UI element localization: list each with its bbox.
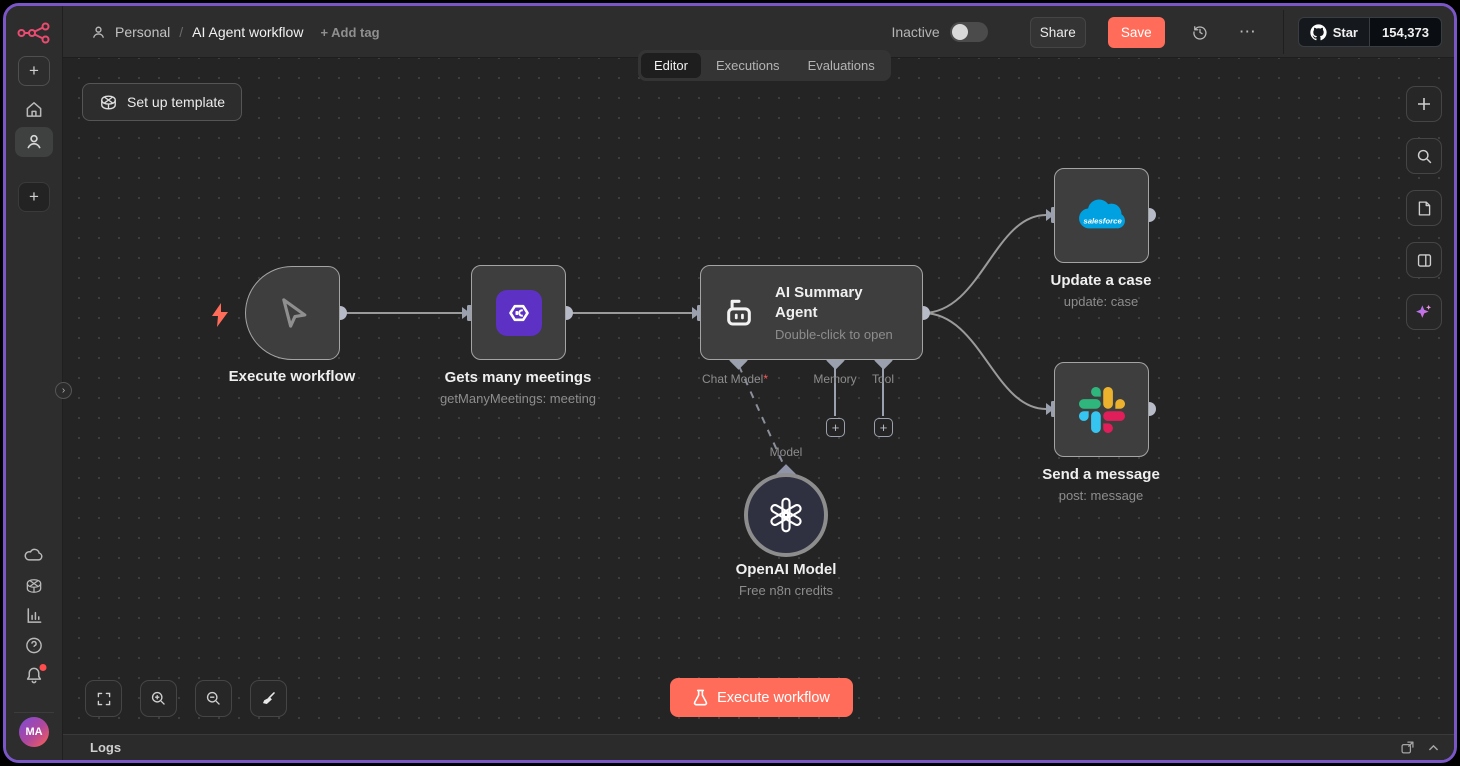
sidebar-expand-chevron[interactable]: › xyxy=(55,382,72,399)
github-icon xyxy=(1310,23,1327,41)
template-package-icon xyxy=(99,93,118,112)
execute-workflow-button[interactable]: Execute workflow xyxy=(670,678,853,717)
top-bar: Personal / AI Agent workflow + Add tag I… xyxy=(63,6,1454,58)
n8n-editor-window: Execute workflow Gets many meetings getM… xyxy=(3,3,1457,763)
save-button[interactable]: Save xyxy=(1107,16,1165,48)
popout-logs-icon[interactable] xyxy=(1400,740,1415,755)
node-ai-summary-agent[interactable]: AI Summary Agent Double-click to open xyxy=(700,265,923,360)
svg-text:salesforce: salesforce xyxy=(1083,216,1122,225)
node-gets-many-meetings[interactable] xyxy=(471,265,566,360)
port-label-model: Model xyxy=(769,445,803,459)
add-memory-button[interactable]: + xyxy=(826,418,845,437)
logs-panel-header[interactable]: Logs xyxy=(63,734,1454,760)
notifications-bell-icon[interactable] xyxy=(25,664,47,685)
salesforce-logo-icon: salesforce xyxy=(1073,196,1131,236)
node-execute-workflow[interactable] xyxy=(245,266,340,360)
node-openai-model[interactable] xyxy=(744,473,828,557)
toggle-knob xyxy=(951,24,968,40)
cloud-icon[interactable] xyxy=(24,546,44,562)
help-icon[interactable] xyxy=(25,636,44,655)
tab-evaluations[interactable]: Evaluations xyxy=(807,58,875,73)
left-sidebar: + + xyxy=(6,6,63,760)
port-label-memory: Memory xyxy=(813,372,857,386)
user-icon xyxy=(91,25,106,40)
port-label-chat-model: Chat Model* xyxy=(701,372,769,386)
meetings-app-icon xyxy=(495,289,542,336)
workflow-status-label: Inactive xyxy=(891,24,940,40)
robot-icon xyxy=(717,291,761,335)
zoom-in-button[interactable] xyxy=(140,680,177,717)
slack-logo-icon xyxy=(1078,386,1125,433)
templates-icon[interactable] xyxy=(24,576,44,596)
connection-agent-slack xyxy=(922,312,1047,410)
github-star-widget[interactable]: Star 154,373 xyxy=(1297,17,1442,47)
workflow-title[interactable]: AI Agent workflow xyxy=(192,24,304,40)
node-update-a-case[interactable]: salesforce xyxy=(1054,168,1149,263)
connection-agent-salesforce xyxy=(922,214,1047,314)
add-tag-button[interactable]: + Add tag xyxy=(320,24,380,40)
tab-editor[interactable]: Editor xyxy=(641,53,701,78)
openai-logo-icon xyxy=(765,494,807,536)
ai-assistant-sparkle-icon[interactable] xyxy=(1406,294,1442,330)
search-button[interactable] xyxy=(1406,138,1442,174)
tab-executions[interactable]: Executions xyxy=(715,58,780,73)
sidebar-add-button[interactable]: + xyxy=(18,56,50,86)
sticky-note-button[interactable] xyxy=(1406,190,1442,226)
workflow-canvas[interactable] xyxy=(63,58,1454,734)
fit-view-button[interactable] xyxy=(85,680,122,717)
sidebar-add-project-button[interactable]: + xyxy=(18,182,50,212)
insights-chart-icon[interactable] xyxy=(25,606,44,625)
expand-logs-chevron-icon[interactable] xyxy=(1427,741,1440,754)
port-label-tool: Tool xyxy=(871,372,895,386)
canvas-right-toolbar xyxy=(1406,86,1442,330)
active-toggle[interactable] xyxy=(949,22,988,42)
history-icon[interactable] xyxy=(1183,15,1217,49)
n8n-logo xyxy=(17,22,50,44)
home-icon[interactable] xyxy=(25,100,44,119)
trigger-bolt-icon xyxy=(209,302,231,328)
notification-badge xyxy=(39,664,47,671)
breadcrumb-separator: / xyxy=(179,24,184,40)
cursor-icon xyxy=(272,292,314,334)
user-avatar[interactable]: MA xyxy=(19,717,49,747)
breadcrumb: Personal / AI Agent workflow + Add tag xyxy=(91,6,380,58)
agent-node-text: AI Summary Agent Double-click to open xyxy=(775,283,893,343)
share-button[interactable]: Share xyxy=(1029,16,1086,48)
breadcrumb-project[interactable]: Personal xyxy=(115,24,171,40)
setup-template-button[interactable]: Set up template xyxy=(82,83,243,121)
sidebar-divider xyxy=(14,712,54,713)
connection-agent-openai-dashed xyxy=(738,365,786,469)
more-options-button[interactable]: ⋯ xyxy=(1238,22,1257,41)
flask-icon xyxy=(693,689,708,706)
add-node-button[interactable] xyxy=(1406,86,1442,122)
canvas-zoom-controls xyxy=(85,680,287,717)
github-star-count: 154,373 xyxy=(1370,17,1442,47)
view-tabs: Editor Executions Evaluations xyxy=(638,50,891,81)
add-tool-button[interactable]: + xyxy=(874,418,893,437)
top-bar-divider xyxy=(1282,10,1284,54)
zoom-out-button[interactable] xyxy=(195,680,232,717)
logs-title: Logs xyxy=(90,740,122,755)
split-panel-button[interactable] xyxy=(1406,242,1442,278)
top-bar-actions: Inactive Share Save ⋯ Star xyxy=(891,6,1442,58)
sidebar-item-personal-active[interactable] xyxy=(15,127,53,157)
tidy-up-button[interactable] xyxy=(250,680,287,717)
node-send-a-message[interactable] xyxy=(1054,362,1149,457)
input-port xyxy=(462,305,472,321)
